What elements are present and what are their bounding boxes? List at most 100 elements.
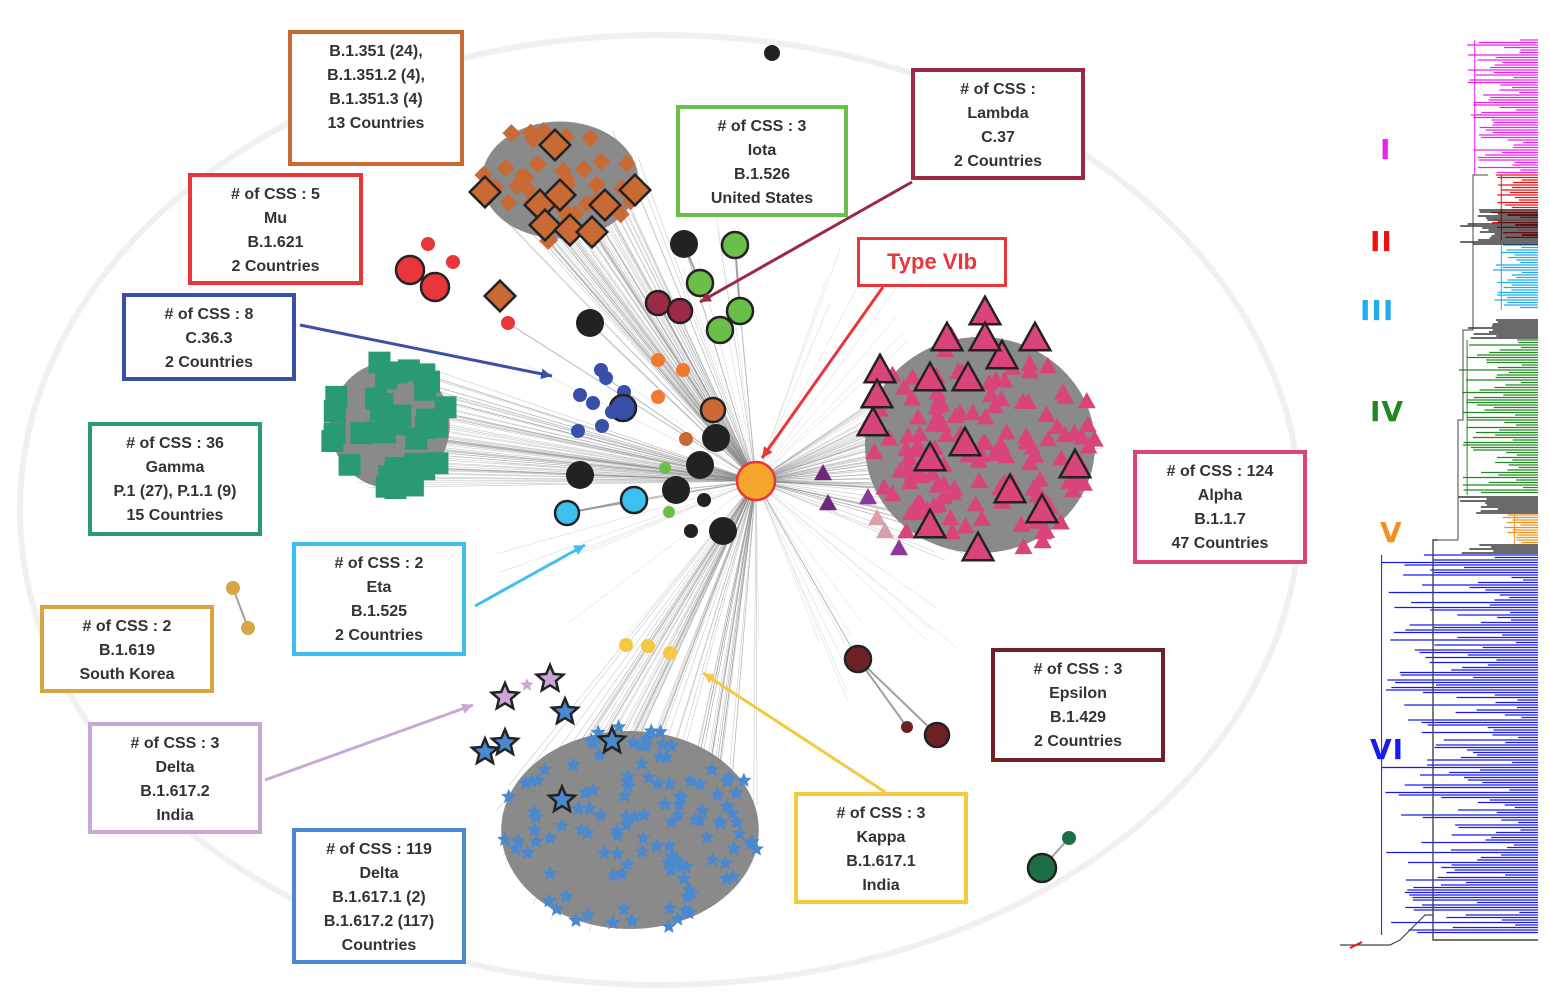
alpha-node (1064, 480, 1083, 498)
kappa-node (641, 639, 655, 653)
beta-node (528, 155, 547, 174)
alpha-node (1039, 429, 1058, 447)
alpha-node (982, 385, 1001, 402)
delta-node (704, 851, 721, 867)
eta-arrow (474, 543, 586, 608)
type-vib-arrow-head (762, 446, 773, 458)
delta-node-major (469, 735, 501, 766)
label-line: B.1.351.2 (4), (327, 67, 425, 84)
delta-node (636, 807, 652, 822)
delta-node (652, 748, 668, 763)
gamma-node (378, 465, 401, 488)
other-node (699, 396, 727, 424)
gamma-node (404, 452, 427, 475)
delta-node (583, 732, 599, 748)
alpha-node (944, 484, 963, 501)
delta-node (661, 776, 677, 791)
edge (718, 480, 757, 773)
alpha-related-node (859, 488, 877, 505)
delta-node (580, 907, 596, 922)
alpha-node (1020, 362, 1039, 379)
delta-node (585, 782, 601, 797)
delta-node (596, 844, 613, 860)
delta-node (672, 788, 688, 803)
delta-node (694, 802, 710, 818)
label-line: India (156, 807, 194, 824)
lambda-node (666, 297, 694, 325)
alpha-node-major (950, 360, 986, 392)
iota-node (720, 230, 750, 260)
alpha-node-major (912, 360, 948, 392)
beta-node (519, 180, 538, 199)
label-line: # of CSS : 5 (231, 186, 320, 203)
type-vib-arrow (760, 286, 885, 459)
edge (606, 195, 757, 482)
label-line: 2 Countries (231, 258, 320, 275)
label-line: B.1.617.2 (140, 783, 210, 800)
alpha-node (1077, 392, 1096, 409)
edge (755, 480, 852, 636)
edge (709, 480, 757, 705)
edge (755, 288, 897, 482)
dendrogram-trunk (1438, 174, 1488, 541)
beta-node-major (574, 214, 610, 250)
alpha-node (997, 447, 1016, 464)
alpha-node-major (859, 377, 895, 409)
clade-label-II: II (1370, 225, 1393, 258)
mu-node (421, 237, 435, 251)
alpha-node (908, 493, 927, 510)
alpha-node (891, 461, 910, 478)
beta-node-major (587, 187, 623, 223)
unassigned-node (670, 230, 698, 258)
edge (755, 480, 959, 650)
other-node (1062, 831, 1076, 845)
other-node (679, 432, 693, 446)
edge (755, 480, 934, 632)
alpha-node (903, 368, 922, 385)
alpha-node (902, 389, 921, 406)
delta-node (634, 737, 650, 752)
delta-node (736, 772, 752, 787)
delta-node (523, 773, 540, 788)
unassigned-node (662, 476, 690, 504)
delta-node (660, 854, 676, 870)
edge (657, 302, 757, 482)
delta-node (565, 756, 581, 772)
label-line: B.1.429 (1049, 709, 1107, 726)
delta-node (742, 835, 758, 851)
alpha-node (865, 442, 884, 460)
alpha-node-major (960, 530, 996, 562)
beta-node (587, 175, 606, 194)
delta-node (699, 829, 715, 844)
alpha-node (1065, 424, 1084, 441)
edge (590, 480, 757, 552)
delta-node (671, 796, 687, 812)
delta-node (657, 796, 673, 811)
label-line: # of CSS : 8 (164, 306, 254, 323)
edge (629, 384, 757, 482)
delta-node (678, 858, 694, 874)
label-line: 13 Countries (327, 115, 425, 132)
alpha-node (941, 508, 960, 526)
gamma-node (350, 422, 373, 445)
unassigned-node (697, 493, 711, 507)
edge (550, 480, 757, 566)
iota-node (685, 268, 715, 298)
edge (630, 153, 757, 482)
edge (755, 480, 1007, 547)
label-line: P.1 (27), P.1.1 (9) (113, 483, 237, 500)
edge (755, 480, 946, 561)
delta-node (528, 809, 544, 824)
label-line: # of CSS : 36 (126, 435, 224, 452)
clade-label-III: III (1360, 294, 1395, 327)
edge (602, 226, 757, 482)
alpha-node (895, 378, 914, 395)
label-line: B.1.351.3 (4) (329, 91, 423, 108)
delta-node (605, 867, 621, 882)
beta-node-major (467, 174, 503, 210)
edge (589, 322, 757, 482)
beta-node-major (552, 212, 588, 248)
